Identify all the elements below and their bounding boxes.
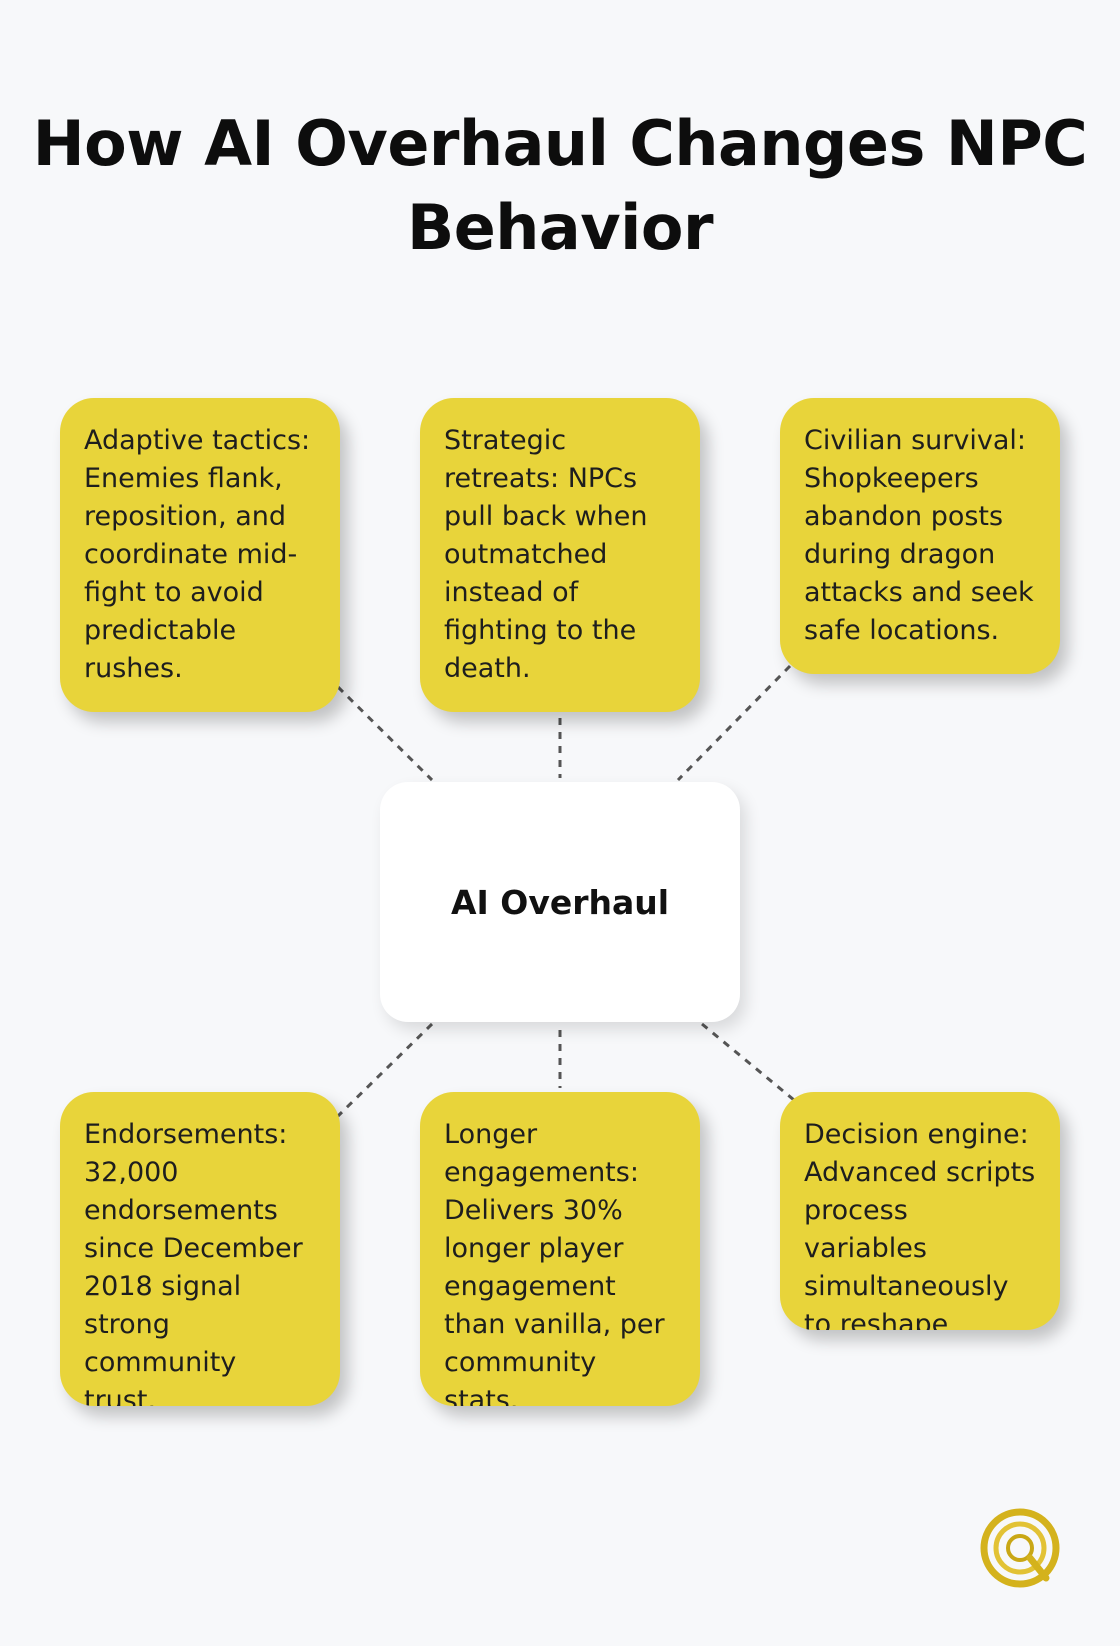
card-endorsements: Endorsements: 32,000 endorsements since … bbox=[60, 1092, 340, 1406]
card-decision-engine: Decision engine: Advanced scripts proces… bbox=[780, 1092, 1060, 1330]
hub-node: AI Overhaul bbox=[380, 782, 740, 1022]
connector-bottom-left bbox=[336, 1022, 434, 1118]
connector-top-left bbox=[336, 685, 434, 782]
gold-circle-q-logo-icon bbox=[980, 1508, 1060, 1588]
connector-bottom-right bbox=[701, 1022, 795, 1102]
hub-label: AI Overhaul bbox=[450, 882, 670, 922]
card-adaptive-tactics: Adaptive tactics: Enemies flank, reposit… bbox=[60, 398, 340, 712]
card-longer-engagements: Longer engagements: Delivers 30% longer … bbox=[420, 1092, 700, 1406]
diagram-title: How AI Overhaul Changes NPC Behavior bbox=[32, 107, 1088, 264]
card-civilian-survival: Civilian survival: Shopkeepers abandon p… bbox=[780, 398, 1060, 674]
card-strategic-retreats: Strategic retreats: NPCs pull back when … bbox=[420, 398, 700, 712]
